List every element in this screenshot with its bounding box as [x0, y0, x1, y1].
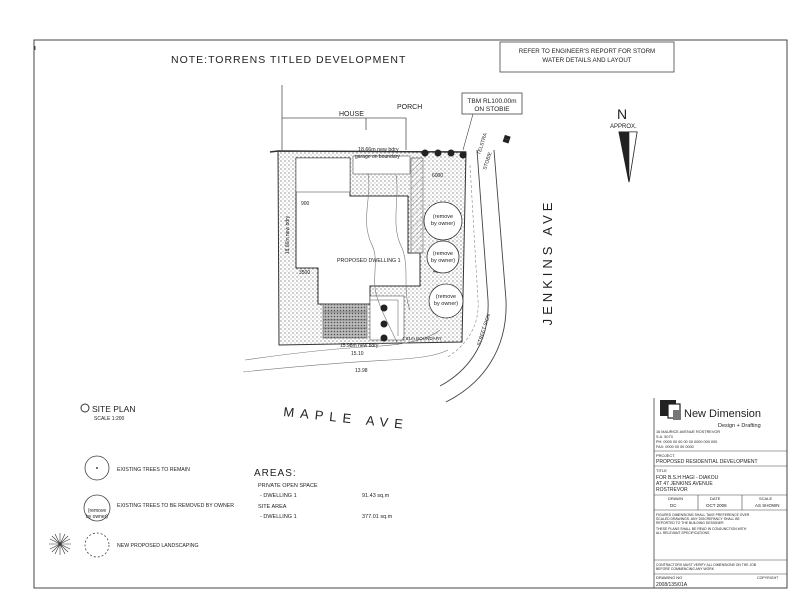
project-name: PROPOSED RESIDENTIAL DEVELOPMENT: [656, 459, 758, 465]
legend: EXISTING TREES TO REMAIN (remove by owne…: [49, 455, 234, 558]
areas-schedule: AREAS: PRIVATE OPEN SPACE - DWELLING 1 9…: [254, 468, 393, 520]
title-line-1: FOR B.S.H HAGI - DIAKOU: [656, 475, 719, 481]
legend-landscaping-text: NEW PROPOSED LANDSCAPING: [117, 543, 199, 549]
svg-text:(remove: (remove: [433, 214, 453, 220]
north-approx: APPROX.: [610, 124, 637, 130]
dim-3500: 3500: [299, 270, 310, 276]
svg-text:SCALE: SCALE: [759, 496, 772, 501]
svg-text:- DWELLING 1: - DWELLING 1: [260, 493, 297, 499]
svg-text:by owner): by owner): [434, 301, 458, 307]
drawing-number: 2008/135/01A: [656, 582, 688, 588]
areas-site-value: 377.01 sq.m: [362, 514, 393, 520]
svg-text:██: ██: [502, 134, 511, 143]
kerb-line-inner: [445, 149, 507, 403]
site-plan-title: SITE PLAN: [92, 404, 135, 414]
stobie-label: STOBIE: [482, 151, 494, 171]
engineer-note-line-2: WATER DETAILS AND LAYOUT: [542, 57, 631, 64]
kerb-line-outer: [439, 149, 489, 387]
svg-text:- DWELLING 1: - DWELLING 1: [260, 514, 297, 520]
areas-title: AREAS:: [254, 468, 297, 479]
svg-text:by owner): by owner): [431, 258, 455, 264]
tbm-box: [461, 92, 523, 115]
engineer-note-line-1: REFER TO ENGINEER'S REPORT FOR STORM: [519, 48, 655, 55]
areas-pos-value: 91.43 sq.m: [362, 493, 390, 499]
svg-text:PH: 0000 00 00 00 00 0000 000: PH: 0000 00 00 00 00 0000 000 000: [656, 440, 717, 444]
title-block: New Dimension Design + Drafting 16 MAURI…: [653, 398, 787, 588]
svg-text:DRAWING NO: DRAWING NO: [656, 575, 682, 580]
svg-text:by owner): by owner): [86, 514, 108, 520]
svg-text:BEFORE COMMENCING ANY WORK: BEFORE COMMENCING ANY WORK: [656, 567, 715, 571]
dwelling-footprint: [295, 155, 424, 341]
svg-text:by owner): by owner): [431, 221, 455, 227]
street-sign-label: STREET SIGN: [476, 313, 492, 347]
site-plan-scale: SCALE 1:200: [94, 416, 125, 422]
tbm-line-1: TBM RL100.00m: [467, 98, 516, 105]
north-arrow: N APPROX.: [610, 106, 638, 183]
svg-text:(remove: (remove: [88, 508, 107, 514]
dim-6000: 6000: [432, 173, 443, 179]
porch-label: PORCH: [397, 104, 422, 111]
title-line-3: ROSTREVOR: [656, 487, 688, 493]
areas-pos-label: PRIVATE OPEN SPACE: [258, 483, 318, 489]
svg-text:PROJECT: PROJECT: [656, 453, 675, 458]
svg-text:JENKINS AVE: JENKINS AVE: [540, 199, 555, 326]
svg-text:CONTRACTORS MUST VERIFY ALL DI: CONTRACTORS MUST VERIFY ALL DIMENSIONS O…: [656, 563, 757, 567]
dim-900: 900: [301, 201, 310, 207]
svg-text:FAX: 0000 00 00 0000: FAX: 0000 00 00 0000: [656, 445, 694, 449]
house-label: HOUSE: [339, 111, 364, 118]
legend-removed-text: EXISTING TREES TO BE REMOVED BY OWNER: [117, 503, 234, 509]
title-line-2: AT 47 JENKINS AVENUE: [656, 481, 713, 487]
svg-text:(remove: (remove: [436, 294, 456, 300]
areas-site-label: SITE AREA: [258, 504, 287, 510]
legend-landscaping-symbol: [49, 533, 71, 555]
sheet-border: [33, 39, 788, 589]
svg-text:COPYRIGHT: COPYRIGHT: [757, 576, 779, 580]
svg-text:FIGURED DIMENSIONS SHALL TAKE: FIGURED DIMENSIONS SHALL TAKE PREFERENCE…: [656, 513, 750, 517]
svg-text:THESE PLANS SHALL BE READ IN C: THESE PLANS SHALL BE READ IN CONJUNCTION…: [656, 527, 747, 531]
dim-bottom: 15.98m new bdry: [340, 343, 379, 349]
existing-trees: [380, 149, 467, 342]
company-name: New Dimension: [684, 408, 761, 420]
svg-text:SCALED DRAWINGS. ANY DISCREPAN: SCALED DRAWINGS. ANY DISCREPANCY SHALL B…: [656, 517, 741, 521]
tree-remove-3: (remove by owner): [428, 283, 464, 319]
street-maple: MAPLE AVE: [283, 404, 410, 432]
dim-top: 18.66m new bdry: [358, 147, 399, 153]
svg-text:S.A. 5073: S.A. 5073: [656, 435, 673, 439]
spot-level-13: 13.98: [355, 368, 368, 374]
drawn-value: DC: [670, 503, 677, 508]
scale-value: AS SHOWN: [755, 503, 780, 508]
svg-text:DATE: DATE: [710, 496, 721, 501]
legend-existing-text: EXISTING TREES TO REMAIN: [117, 467, 190, 473]
svg-text:16 MAURICE AVENUE ROSTREVOR: 16 MAURICE AVENUE ROSTREVOR: [656, 430, 720, 434]
svg-text:TITLE: TITLE: [656, 468, 667, 473]
tree-remove-2: (remove by owner): [426, 240, 460, 274]
spot-levels: ██: [502, 134, 511, 143]
proposed-dwelling-label: PROPOSED DWELLING 1: [337, 258, 401, 264]
svg-text:REPORTED TO THE BUILDING DESIG: REPORTED TO THE BUILDING DESIGNER: [656, 521, 724, 525]
engineer-note-box: [499, 41, 675, 73]
tbm-line-2: ON STOBIE: [474, 106, 510, 113]
tree-remove-1: (remove by owner): [423, 201, 463, 241]
svg-text:ALL RELEVANT SPECIFICATIONS: ALL RELEVANT SPECIFICATIONS: [656, 531, 710, 535]
svg-text:DRAWN: DRAWN: [668, 496, 683, 501]
neighbour-house-outline: [281, 85, 407, 150]
svg-text:(remove: (remove: [433, 251, 453, 257]
torrens-note: NOTE:TORRENS TITLED DEVELOPMENT: [171, 54, 406, 66]
legend-removed-symbol: [83, 494, 111, 522]
garage-note: garage on boundary: [355, 154, 400, 160]
boundary-note: 4.81m BOUNDARY: [402, 336, 442, 341]
dim-left: 18.66m new bdry: [285, 215, 291, 254]
north-letter: N: [617, 106, 627, 122]
company-tagline: Design + Drafting: [718, 423, 761, 429]
street-jenkins: JENKINS AVE: [540, 199, 555, 326]
spot-level-15: 15.10: [351, 351, 364, 357]
date-value: OCT 2008: [706, 503, 727, 508]
